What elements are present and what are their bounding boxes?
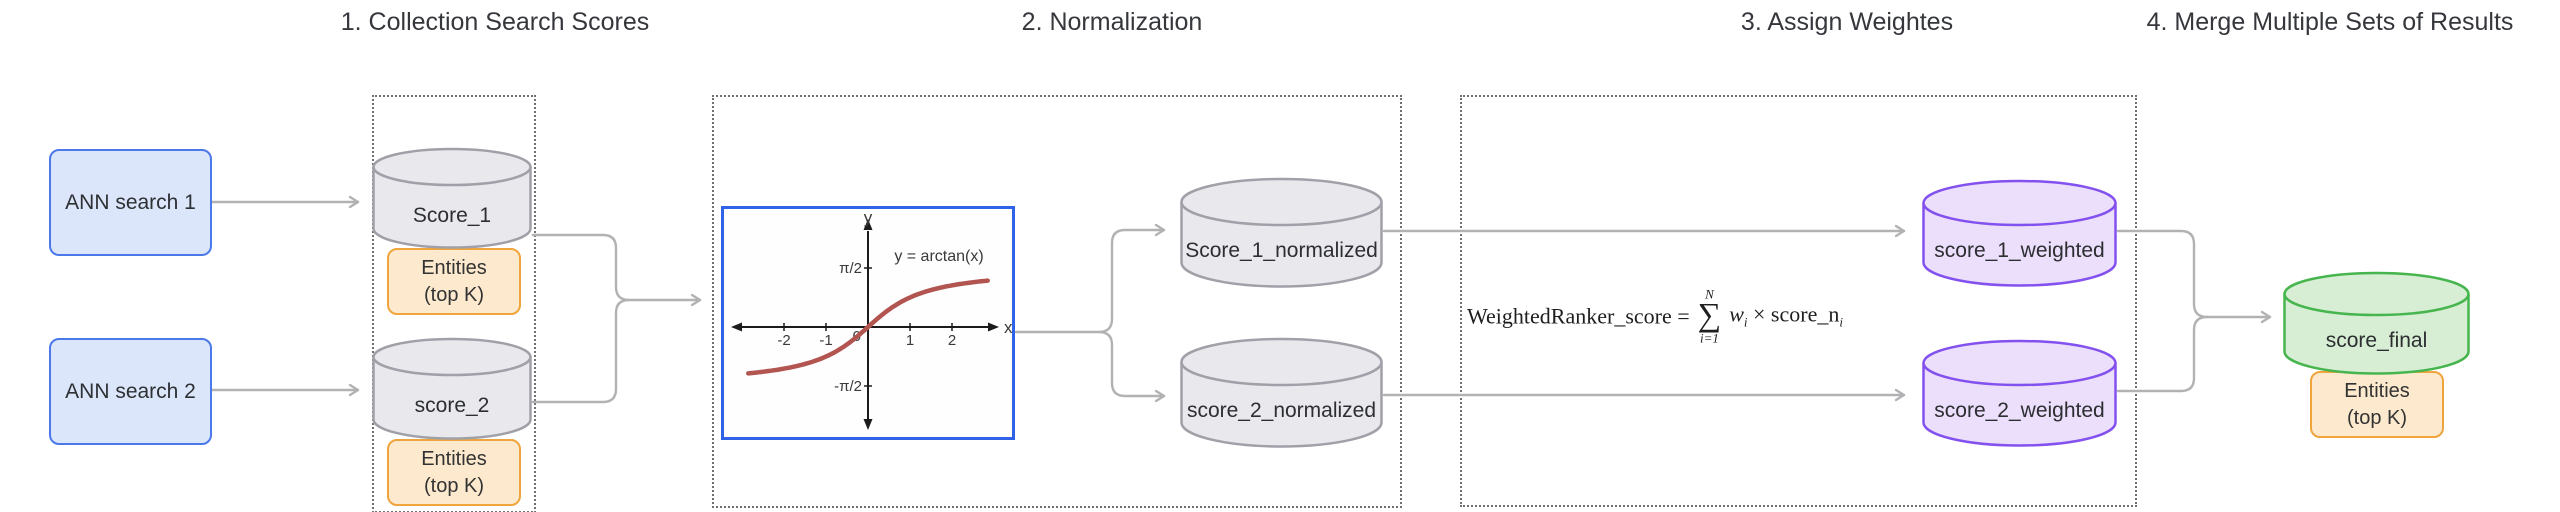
sum-lower-bound: i=1 [1699,330,1719,346]
cylinder-score-final-label: score_final [2325,328,2428,352]
ann-search-2-label: ANN search 2 [65,379,196,403]
x-tick-label: -1 [819,332,832,349]
cylinder-score-2-weighted: score_2_weighted [1922,339,2117,447]
x-tick-label: 2 [948,332,956,349]
cylinder-score-2-normalized: score_2_normalized [1180,337,1383,448]
x-tick-label: -2 [777,332,790,349]
cylinder-score-1-normalized-label: Score_1_normalized [1185,238,1378,262]
ann-search-2-box: ANN search 2 [49,338,212,445]
ann-search-1-box: ANN search 1 [49,149,212,256]
stage-2-title: 2. Normalization [1021,8,1203,36]
function-label: y = arctan(x) [894,248,983,265]
formula-lhs: WeightedRanker_score = [1467,303,1690,328]
merge-brace-bottom [531,298,631,404]
ann-search-1-label: ANN search 1 [65,190,196,214]
section-frame-normalization [712,95,1402,508]
merge-brace-top [531,233,631,302]
final-brace-bottom [2116,315,2209,393]
cylinder-score-1-weighted-label: score_1_weighted [1934,238,2105,262]
arrow-to-score1-normalized [1097,223,1166,334]
tick-marks [783,267,953,387]
cylinder-score-2-normalized-label: score_2_normalized [1186,398,1377,422]
stage-3-title: 3. Assign Weightes [1740,8,1954,36]
entities-line2: (top K) [423,474,485,497]
weighted-ranker-formula: WeightedRanker_score = N ∑ i=1 wi × scor… [1467,287,1843,344]
connector-paths [208,195,2272,404]
final-brace-top [2116,229,2209,319]
arctan-curve [746,278,990,376]
section-frame-weights [1460,95,2137,507]
cylinder-score-1-label: Score_1 [412,203,492,227]
cylinder-score-1-weighted: score_1_weighted [1922,179,2117,287]
y-tick-label: -π/2 [834,378,862,395]
axis-arrowheads [731,219,999,430]
x-axis-label: x [1004,318,1012,337]
cylinder-score-2-weighted-label: score_2_weighted [1934,398,2105,422]
entities-line2: (top K) [2346,406,2408,429]
cylinder-score-2-label: score_2 [414,394,490,418]
cylinder-score-2: score_2 [372,337,532,440]
y-axis-label: y [864,209,873,227]
sum-upper-bound: N [1705,286,1714,302]
stage-4-title: 4. Merge Multiple Sets of Results [2146,8,2514,36]
entities-box-final: Entities (top K) [2310,371,2444,438]
x-tick-label: 1 [906,332,914,349]
arrow-to-score2-normalized [1097,330,1166,403]
stage-1-title: 1. Collection Search Scores [340,8,650,36]
sigma-glyph: ∑ [1697,297,1722,334]
arctan-chart: -2 -1 1 2 π/2 -π/2 0 x y y = arctan(x) [731,209,1012,430]
entities-line1: Entities [2344,379,2410,402]
cylinder-score-final: score_final [2283,271,2470,375]
y-tick-label: π/2 [839,260,862,277]
entities-box-1: Entities (top K) [387,248,521,315]
entities-line2: (top K) [423,283,485,306]
summation-symbol: N ∑ i=1 [1698,287,1722,344]
entities-box-2: Entities (top K) [387,439,521,506]
formula-rhs: wi × score_ni [1729,301,1843,330]
cylinder-score-1-normalized: Score_1_normalized [1180,177,1383,288]
entities-line1: Entities [421,447,487,470]
entities-line1: Entities [421,256,487,279]
normalization-plot: -2 -1 1 2 π/2 -π/2 0 x y y = arctan(x) [721,206,1015,440]
cylinder-score-1: Score_1 [372,147,532,249]
